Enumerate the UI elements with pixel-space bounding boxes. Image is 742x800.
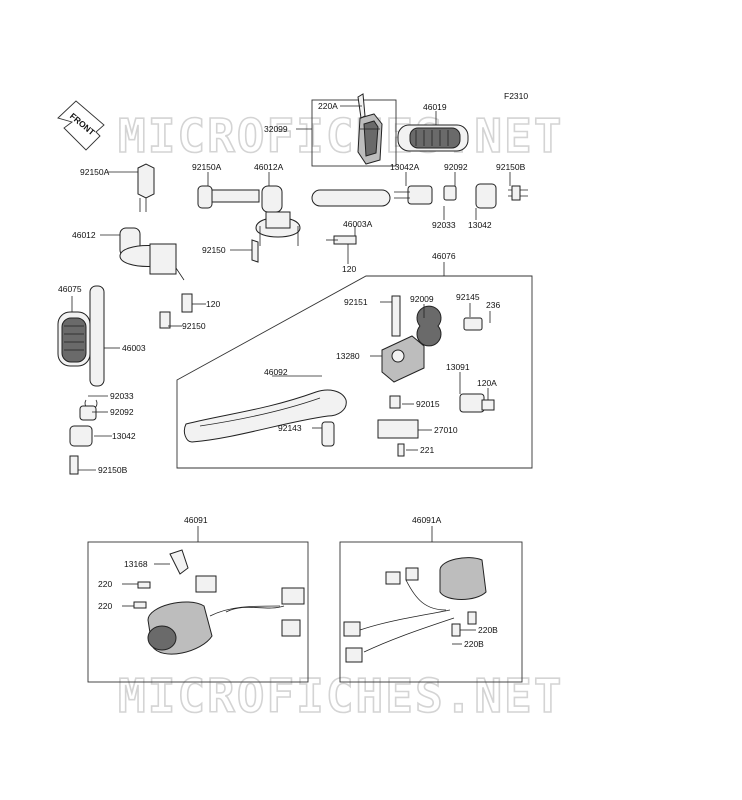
label-46003: 46003 xyxy=(122,343,146,353)
clutch-lever xyxy=(183,389,347,443)
label-13042-left: 13042 xyxy=(112,431,136,441)
label-92092-top: 92092 xyxy=(444,162,468,172)
label-13091: 13091 xyxy=(446,362,470,372)
label-46012A: 46012A xyxy=(254,162,284,172)
grip-left xyxy=(57,311,91,367)
label-92150-mid: 92150 xyxy=(202,245,226,255)
label-220B-b: 220B xyxy=(464,639,484,649)
label-92150-left: 92150 xyxy=(182,321,206,331)
label-120A: 120A xyxy=(477,378,497,388)
watermark-bottom: MICROFICHES.NET xyxy=(118,669,563,723)
label-92150A-top: 92150A xyxy=(192,162,222,172)
label-46012: 46012 xyxy=(72,230,96,240)
label-13280: 13280 xyxy=(336,351,360,361)
label-92150A-left: 92150A xyxy=(80,167,110,177)
label-92145: 92145 xyxy=(456,292,480,302)
left-switch-housing xyxy=(133,549,305,655)
label-46019: 46019 xyxy=(423,102,447,112)
bar-end-left xyxy=(69,399,98,475)
lever-holder xyxy=(321,295,495,457)
right-switch-box xyxy=(339,541,523,683)
label-92092-left: 92092 xyxy=(110,407,134,417)
label-92009: 92009 xyxy=(410,294,434,304)
label-46091A: 46091A xyxy=(412,515,442,525)
label-220A: 220A xyxy=(318,101,338,111)
front-arrow-icon: FRONT xyxy=(57,100,105,151)
label-92150B-left: 92150B xyxy=(98,465,128,475)
right-switch-housing xyxy=(343,557,487,663)
label-13042A: 13042A xyxy=(390,162,420,172)
label-92015: 92015 xyxy=(416,399,440,409)
watermark-top: MICROFICHES.NET xyxy=(118,109,563,163)
label-32099: 32099 xyxy=(264,124,288,134)
label-46076: 46076 xyxy=(432,251,456,261)
label-92033-left: 92033 xyxy=(110,391,134,401)
figure-code: F2310 xyxy=(504,91,528,101)
label-120-top: 120 xyxy=(342,264,356,274)
throttle-grip xyxy=(397,124,469,152)
label-13168: 13168 xyxy=(124,559,148,569)
throttle-group-box xyxy=(311,99,397,167)
label-220-b: 220 xyxy=(98,601,112,611)
handlebar-right xyxy=(197,183,528,213)
part-labels: 220A 46019 32099 92150A 46012A 13042A 92… xyxy=(58,101,526,649)
label-46003A: 46003A xyxy=(343,219,373,229)
label-92151: 92151 xyxy=(344,297,368,307)
front-label: FRONT xyxy=(68,111,97,138)
label-46091: 46091 xyxy=(184,515,208,525)
label-220-a: 220 xyxy=(98,579,112,589)
label-92143: 92143 xyxy=(278,423,302,433)
label-220B-a: 220B xyxy=(478,625,498,635)
label-92150B-top: 92150B xyxy=(496,162,526,172)
handlebar-left xyxy=(89,163,193,387)
label-13042-top: 13042 xyxy=(468,220,492,230)
leader-lines xyxy=(71,105,511,645)
clamp-right xyxy=(251,211,357,263)
throttle-housing xyxy=(357,93,383,165)
lever-group-box xyxy=(176,275,533,469)
label-120-left: 120 xyxy=(206,299,220,309)
label-27010: 27010 xyxy=(434,425,458,435)
label-92033-top: 92033 xyxy=(432,220,456,230)
label-221: 221 xyxy=(420,445,434,455)
label-236: 236 xyxy=(486,300,500,310)
label-46092: 46092 xyxy=(264,367,288,377)
label-46075: 46075 xyxy=(58,284,82,294)
